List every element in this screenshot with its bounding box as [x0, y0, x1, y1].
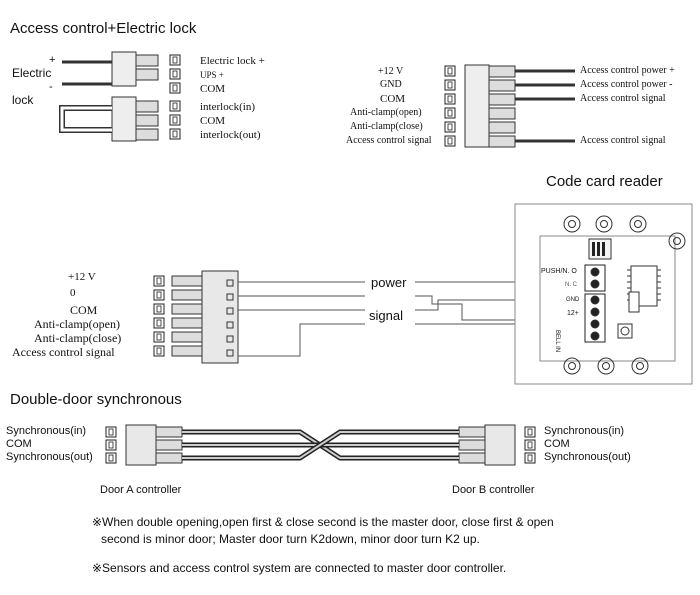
door-b-caption: Door B controller [452, 484, 535, 496]
s1-right-connector [464, 64, 575, 148]
reader-terminal-label: BELL IN [554, 330, 560, 353]
s3-left-pin: Synchronous(out) [6, 451, 93, 463]
s1-right-pin: COM [380, 93, 406, 105]
s2-pin-squares [153, 275, 165, 357]
lock-label: lock [12, 93, 34, 107]
s1-right-pin: Anti-clamp(open) [350, 107, 422, 118]
s1-left-pin-squares [169, 54, 181, 140]
s1-right-pin: Access control signal [346, 135, 432, 146]
s1-left-connector [59, 51, 159, 142]
note-line: ※When double opening,open first & close … [92, 515, 554, 529]
s2-pin: Access control signal [12, 345, 115, 359]
power-label: power [371, 275, 407, 290]
s1-left-pin: interlock(in) [200, 101, 255, 113]
s1-wire-label: Access control signal [580, 135, 666, 146]
s3-connectors [125, 424, 516, 466]
s1-wire-label: Access control signal [580, 93, 666, 104]
plus-sign: + [49, 54, 56, 66]
s3-cable [182, 429, 459, 461]
s2-title: Code card reader [546, 173, 663, 190]
s1-left-pin: COM [200, 115, 226, 127]
note-line: second is minor door; Master door turn K… [101, 532, 480, 546]
s2-pin: +12 V [68, 271, 96, 283]
reader-terminal-label: GND [566, 297, 580, 303]
s1-left-pin: COM [200, 83, 226, 95]
s1-wire-label: Access control power - [580, 79, 673, 90]
note-line: ※Sensors and access control system are c… [92, 561, 507, 575]
reader-terminal-label: N. C [565, 282, 577, 288]
signal-label: signal [369, 308, 403, 323]
electric-label: Electric [12, 66, 52, 80]
s1-right-pin: Anti-clamp(close) [350, 121, 423, 132]
s1-left-pin: interlock(out) [200, 129, 261, 141]
s2-connector [171, 270, 239, 364]
s1-title: Access control+Electric lock [10, 20, 197, 37]
reader-terminal-label: PUSH/N. O [541, 268, 577, 275]
door-a-caption: Door A controller [100, 484, 182, 496]
s3-title: Double-door synchronous [10, 391, 182, 408]
s3-right-pin: Synchronous(out) [544, 451, 631, 463]
s2-pin: Anti-clamp(open) [34, 317, 120, 331]
s1-wire-label: Access control power + [580, 65, 675, 76]
s1-right-pin-squares [444, 65, 456, 147]
s3-right-pin: Synchronous(in) [544, 425, 625, 437]
s1-right-pin: +12 V [378, 66, 404, 77]
reader-terminal-label: 12+ [567, 310, 579, 317]
s1-right-pin: GND [380, 79, 402, 90]
s1-left-pin: UPS + [200, 70, 224, 80]
s2-pin: COM [70, 303, 98, 317]
s2-pin: Anti-clamp(close) [34, 331, 122, 345]
s3-left-pin: COM [6, 438, 32, 450]
card-reader-board [514, 203, 693, 385]
s2-pin: 0 [70, 287, 76, 299]
s1-left-pin: Electric lock + [200, 55, 265, 67]
s3-left-pin: Synchronous(in) [6, 425, 87, 437]
minus-sign: - [49, 81, 53, 93]
s3-right-pin: COM [544, 438, 570, 450]
